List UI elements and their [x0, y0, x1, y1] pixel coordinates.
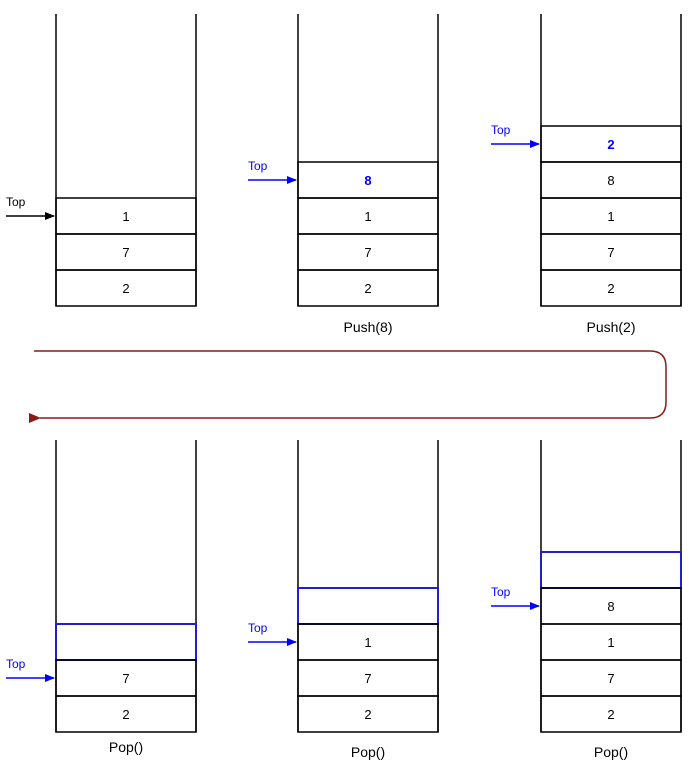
cell-value: 1	[364, 209, 371, 224]
stack-cell	[540, 269, 682, 307]
cell-value: 1	[607, 635, 614, 650]
operation-caption: Pop()	[351, 744, 385, 760]
top-label: Top	[6, 195, 26, 209]
stack-cell	[540, 695, 682, 733]
cell-value: 1	[122, 209, 129, 224]
cell-value: 2	[607, 707, 614, 722]
top-label: Top	[491, 585, 511, 599]
flow-arrow	[29, 350, 667, 423]
cell-value: 1	[607, 209, 614, 224]
pushed-value: 8	[364, 173, 371, 188]
stack-cell	[55, 695, 197, 733]
operation-caption: Push(2)	[586, 319, 635, 335]
cell-value: 2	[122, 281, 129, 296]
stack-initial: 1 7 2 Top	[6, 14, 197, 307]
cell-value: 7	[607, 671, 614, 686]
stack-cell	[55, 269, 197, 307]
operation-caption: Pop()	[109, 739, 143, 755]
cell-value: 2	[607, 281, 614, 296]
cell-value: 8	[607, 599, 614, 614]
cell-value: 7	[122, 671, 129, 686]
cell-value: 7	[364, 245, 371, 260]
stack-cell	[297, 269, 439, 307]
operation-caption: Push(8)	[343, 319, 392, 335]
cell-value: 7	[607, 245, 614, 260]
top-label: Top	[6, 657, 26, 671]
top-label: Top	[248, 621, 268, 635]
cell-value: 1	[364, 635, 371, 650]
cell-value: 8	[607, 173, 614, 188]
cell-value: 7	[364, 671, 371, 686]
pushed-value: 2	[607, 137, 614, 152]
cell-value: 7	[122, 245, 129, 260]
stack-cell	[297, 695, 439, 733]
top-label: Top	[491, 123, 511, 137]
cell-value: 2	[122, 707, 129, 722]
cell-value: 2	[364, 281, 371, 296]
cell-value: 2	[364, 707, 371, 722]
top-label: Top	[248, 159, 268, 173]
popped-slot	[297, 587, 439, 625]
operation-caption: Pop()	[594, 744, 628, 760]
popped-slot	[55, 623, 197, 661]
popped-slot	[540, 551, 682, 589]
